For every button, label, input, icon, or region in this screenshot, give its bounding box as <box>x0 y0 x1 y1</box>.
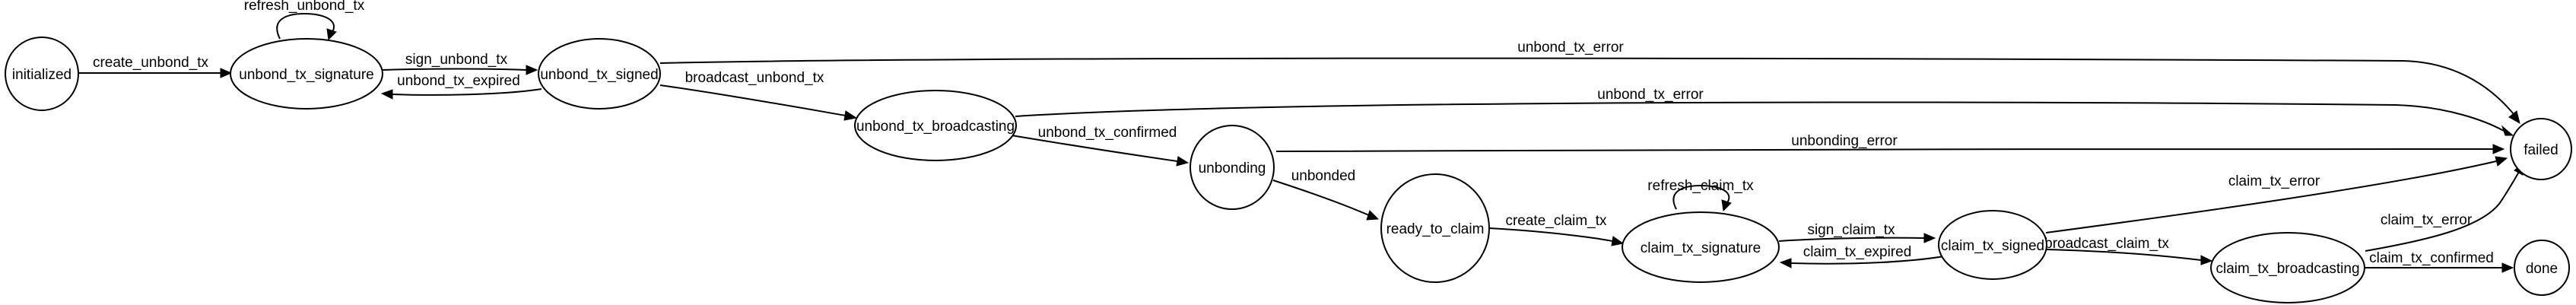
edge-claim-tx-error-1: claim_tx_error <box>2045 156 2508 234</box>
edge-label: unbond_tx_error <box>1597 87 1704 103</box>
node-label: claim_tx_signed <box>1941 238 2044 254</box>
edge-broadcast-claim-tx: broadcast_claim_tx <box>2044 236 2213 265</box>
edge-unbonding-error: unbonding_error <box>1275 133 2505 154</box>
edge-unbond-tx-confirmed: unbond_tx_confirmed <box>1011 125 1190 167</box>
node-initialized: initialized <box>5 37 79 111</box>
edge-unbond-tx-expired: unbond_tx_expired <box>380 73 542 100</box>
node-label: claim_tx_signature <box>1641 240 1761 256</box>
node-label: unbond_tx_signed <box>540 67 658 83</box>
edge-broadcast-unbond-tx: broadcast_unbond_tx <box>659 70 858 121</box>
edge-refresh-claim-tx: refresh_claim_tx <box>1647 178 1754 212</box>
edge-claim-tx-confirmed: claim_tx_confirmed <box>2363 250 2514 273</box>
edge-label: create_claim_tx <box>1505 213 1607 229</box>
node-label: done <box>2526 261 2558 277</box>
edge-refresh-unbond-tx: refresh_unbond_tx <box>244 0 365 41</box>
edge-label: refresh_claim_tx <box>1647 178 1754 194</box>
edge-sign-claim-tx: sign_claim_tx <box>1778 222 1936 243</box>
edge-sign-unbond-tx: sign_unbond_tx <box>382 52 538 75</box>
edge-label: claim_tx_error <box>2381 212 2473 228</box>
node-done: done <box>2514 240 2570 296</box>
edge-label: sign_claim_tx <box>1807 222 1895 238</box>
node-unbond-tx-signature: unbond_tx_signature <box>230 38 383 110</box>
node-label: unbond_tx_signature <box>239 67 373 83</box>
node-label: claim_tx_broadcasting <box>2215 261 2359 277</box>
edge-label: broadcast_unbond_tx <box>685 70 824 86</box>
node-label: ready_to_claim <box>1386 221 1485 237</box>
edge-unbond-tx-error-1: unbond_tx_error <box>659 40 2520 125</box>
edge-label: claim_tx_expired <box>1803 244 1912 260</box>
edge-create-claim-tx: create_claim_tx <box>1488 213 1625 246</box>
node-label: failed <box>2524 142 2558 158</box>
edge-label: create_unbond_tx <box>93 55 209 71</box>
edge-claim-tx-expired: claim_tx_expired <box>1779 244 1945 268</box>
edge-label: claim_tx_confirmed <box>2369 250 2494 266</box>
node-label: initialized <box>12 67 71 83</box>
edge-label: unbond_tx_error <box>1517 40 1624 56</box>
edge-create-unbond-tx: create_unbond_tx <box>79 55 233 78</box>
node-claim-tx-signature: claim_tx_signature <box>1622 211 1780 283</box>
edge-label: unbonding_error <box>1791 133 1898 149</box>
edge-label: broadcast_claim_tx <box>2044 236 2169 252</box>
edge-unbond-tx-error-2: unbond_tx_error <box>1015 87 2514 136</box>
node-claim-tx-broadcasting: claim_tx_broadcasting <box>2210 232 2365 303</box>
node-ready-to-claim: ready_to_claim <box>1380 173 1490 283</box>
edge-label: unbond_tx_confirmed <box>1038 125 1177 141</box>
node-label: unbonding <box>1199 160 1266 176</box>
edge-label: unbond_tx_expired <box>397 73 520 89</box>
node-label: unbond_tx_broadcasting <box>856 119 1015 135</box>
node-claim-tx-signed: claim_tx_signed <box>1938 210 2047 280</box>
edge-claim-tx-error-2: claim_tx_error <box>2365 161 2524 252</box>
edge-label: sign_unbond_tx <box>405 52 508 68</box>
node-failed: failed <box>2510 118 2572 180</box>
edge-label: refresh_unbond_tx <box>244 0 365 14</box>
node-unbond-tx-broadcasting: unbond_tx_broadcasting <box>854 90 1017 161</box>
edge-unbonded: unbonded <box>1272 168 1380 221</box>
edge-label: claim_tx_error <box>2228 173 2320 189</box>
node-unbonding: unbonding <box>1190 125 1275 210</box>
node-unbond-tx-signed: unbond_tx_signed <box>538 38 661 110</box>
edge-label: unbonded <box>1291 168 1356 184</box>
